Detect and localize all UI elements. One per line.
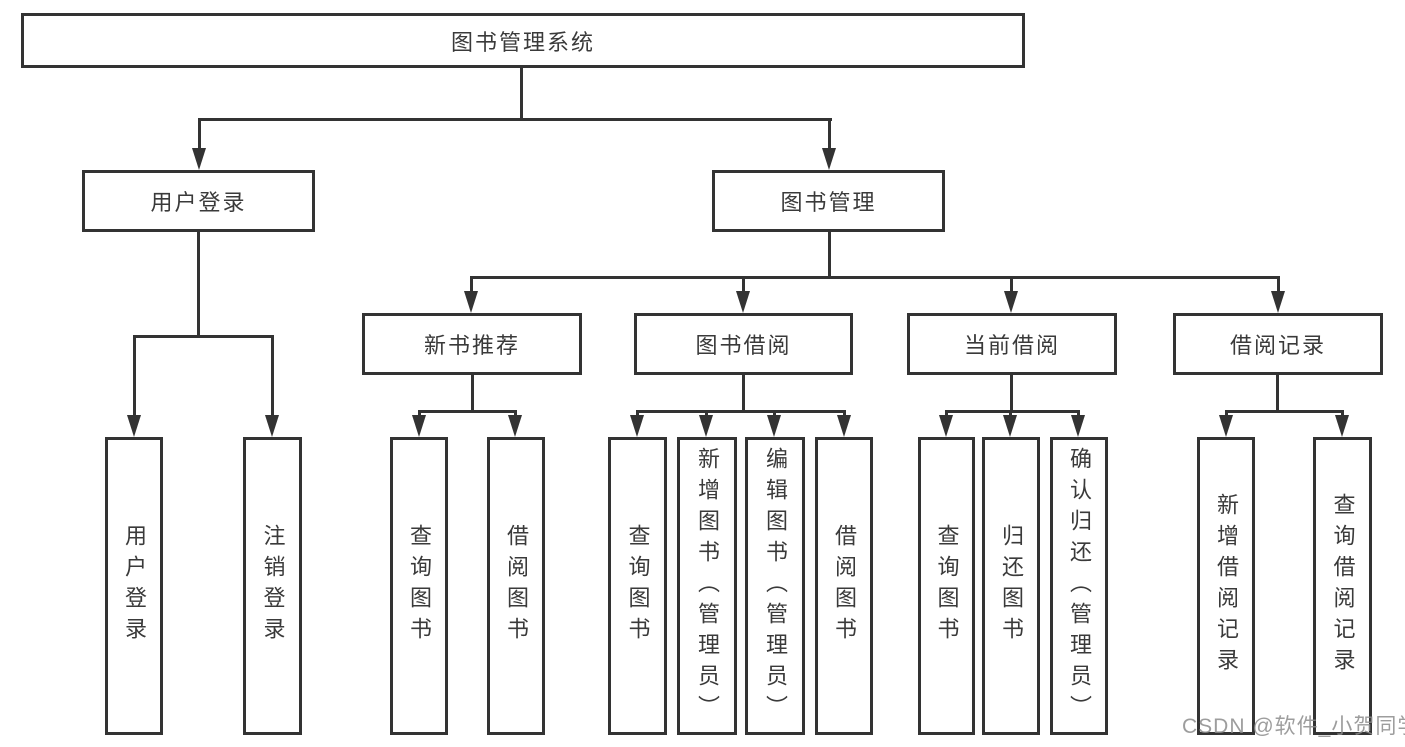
- node-leaf-logout-label: 注销登录: [260, 524, 286, 648]
- connector-line: [471, 375, 474, 410]
- connector-line: [198, 118, 832, 121]
- node-current-borrow-label: 当前借阅: [963, 333, 1060, 358]
- node-leaf-edit-books-admin-label: 编辑图书（管理员）: [763, 446, 788, 726]
- connector-line: [133, 335, 136, 417]
- node-leaf-logout: 注销登录: [243, 437, 302, 735]
- arrow-down-icon: [767, 415, 781, 437]
- connector-line: [636, 410, 846, 413]
- node-library-system-label: 图书管理系统: [450, 29, 595, 55]
- node-leaf-add-books-admin: 新增图书（管理员）: [677, 437, 737, 735]
- connector-line: [945, 410, 1080, 413]
- node-leaf-borrow-query-books-label: 查询图书: [625, 524, 651, 648]
- connector-line: [1077, 410, 1080, 417]
- node-leaf-confirm-return-admin-label: 确认归还（管理员）: [1067, 446, 1092, 726]
- node-leaf-user-login: 用户登录: [105, 437, 163, 735]
- connector-line: [133, 335, 274, 338]
- node-user-login: 用户登录: [82, 170, 315, 232]
- connector-line: [1009, 410, 1012, 417]
- connector-line: [843, 410, 846, 417]
- arrow-down-icon: [939, 415, 953, 437]
- node-leaf-return-books: 归还图书: [982, 437, 1040, 735]
- node-library-system: 图书管理系统: [21, 13, 1025, 68]
- node-leaf-edit-books-admin: 编辑图书（管理员）: [745, 437, 805, 735]
- node-leaf-current-query-books: 查询图书: [918, 437, 975, 735]
- connector-line: [418, 410, 517, 413]
- connector-line: [945, 410, 948, 417]
- node-user-login-label: 用户登录: [150, 190, 247, 215]
- arrow-down-icon: [1219, 415, 1233, 437]
- connector-line: [271, 335, 274, 417]
- node-leaf-user-login-label: 用户登录: [122, 524, 147, 648]
- node-leaf-add-borrow-record-label: 新增借阅记录: [1214, 493, 1239, 679]
- node-leaf-recommend-borrow-books-label: 借阅图书: [504, 524, 529, 648]
- connector-line: [470, 276, 473, 293]
- connector-line: [1225, 410, 1344, 413]
- node-leaf-query-borrow-record: 查询借阅记录: [1313, 437, 1372, 735]
- arrow-down-icon: [837, 415, 851, 437]
- arrow-down-icon: [736, 291, 750, 313]
- node-leaf-borrow-query-books: 查询图书: [608, 437, 667, 735]
- arrow-down-icon: [630, 415, 644, 437]
- arrow-down-icon: [508, 415, 522, 437]
- arrow-down-icon: [822, 148, 836, 170]
- connector-line: [773, 410, 776, 417]
- connector-line: [197, 232, 200, 335]
- node-leaf-recommend-query-books-label: 查询图书: [407, 524, 432, 648]
- node-new-book-recommend-label: 新书推荐: [423, 333, 520, 358]
- connector-line: [1276, 375, 1279, 410]
- node-borrow-records-label: 借阅记录: [1229, 333, 1326, 358]
- connector-line: [742, 276, 745, 293]
- node-book-management: 图书管理: [712, 170, 945, 232]
- node-new-book-recommend: 新书推荐: [362, 313, 582, 375]
- node-book-borrow: 图书借阅: [634, 313, 853, 375]
- node-borrow-records: 借阅记录: [1173, 313, 1383, 375]
- node-book-borrow-label: 图书借阅: [695, 333, 792, 358]
- connector-line: [520, 68, 523, 120]
- node-leaf-recommend-borrow-books: 借阅图书: [487, 437, 545, 735]
- connector-line: [1010, 375, 1013, 410]
- node-leaf-recommend-query-books: 查询图书: [390, 437, 448, 735]
- arrow-down-icon: [1071, 415, 1085, 437]
- node-leaf-borrow-books-label: 借阅图书: [832, 524, 857, 648]
- connector-line: [1277, 276, 1280, 293]
- node-leaf-query-borrow-record-label: 查询借阅记录: [1330, 493, 1356, 679]
- connector-line: [514, 410, 517, 417]
- arrow-down-icon: [265, 415, 279, 437]
- node-leaf-add-books-admin-label: 新增图书（管理员）: [695, 446, 720, 726]
- node-leaf-confirm-return-admin: 确认归还（管理员）: [1050, 437, 1108, 735]
- connector-line: [1225, 410, 1228, 417]
- arrow-down-icon: [464, 291, 478, 313]
- connector-line: [198, 118, 201, 152]
- connector-line: [636, 410, 639, 417]
- connector-line: [828, 118, 831, 152]
- connector-line: [1010, 276, 1013, 293]
- node-current-borrow: 当前借阅: [907, 313, 1117, 375]
- arrow-down-icon: [1271, 291, 1285, 313]
- connector-line: [470, 276, 1280, 279]
- node-leaf-current-query-books-label: 查询图书: [934, 524, 960, 648]
- connector-line: [705, 410, 708, 417]
- arrow-down-icon: [127, 415, 141, 437]
- arrow-down-icon: [1003, 415, 1017, 437]
- node-book-management-label: 图书管理: [780, 190, 877, 215]
- connector-line: [742, 375, 745, 410]
- arrow-down-icon: [412, 415, 426, 437]
- connector-line: [828, 232, 831, 276]
- connector-line: [418, 410, 421, 417]
- arrow-down-icon: [699, 415, 713, 437]
- node-leaf-borrow-books: 借阅图书: [815, 437, 873, 735]
- arrow-down-icon: [1335, 415, 1349, 437]
- node-leaf-return-books-label: 归还图书: [999, 524, 1024, 648]
- arrow-down-icon: [192, 148, 206, 170]
- node-leaf-add-borrow-record: 新增借阅记录: [1197, 437, 1255, 735]
- arrow-down-icon: [1004, 291, 1018, 313]
- csdn-watermark: CSDN @软件_小贺同学: [1182, 715, 1405, 738]
- connector-line: [1341, 410, 1344, 417]
